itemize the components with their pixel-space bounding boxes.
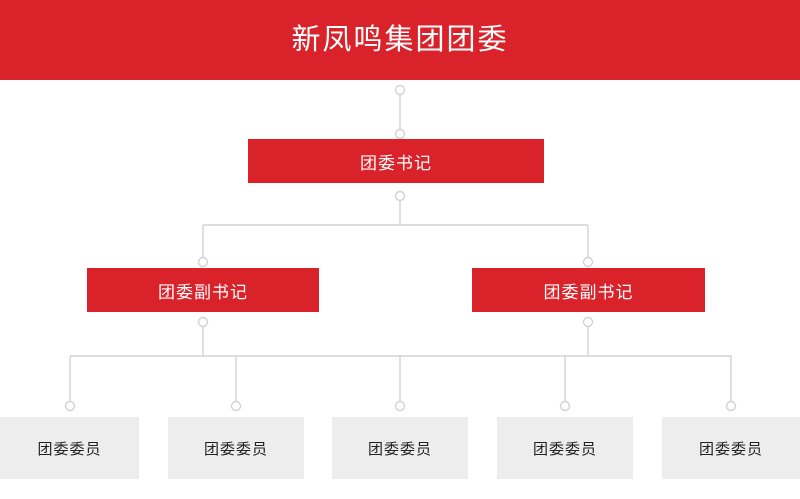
node-secretary[interactable]: 团委书记	[248, 139, 544, 183]
connector-circle-member-4-top	[559, 400, 571, 412]
connector-circle-member-5-top	[725, 400, 737, 412]
node-committee-member-5[interactable]: 团委委员	[662, 417, 800, 479]
node-deputy-secretary-left[interactable]: 团委副书记	[87, 268, 319, 312]
connector-circle-member-2-top	[230, 400, 242, 412]
connector-circle-member-1-top	[64, 400, 76, 412]
node-secretary-label: 团委书记	[360, 153, 432, 173]
header-banner: 新凤鸣集团团委	[0, 0, 800, 80]
connector-circle-secretary-top	[394, 128, 406, 140]
node-committee-member-2[interactable]: 团委委员	[168, 417, 304, 479]
connector-circle-member-3-top	[394, 400, 406, 412]
node-deputy-secretary-right[interactable]: 团委副书记	[472, 268, 705, 312]
node-committee-member-1[interactable]: 团委委员	[0, 417, 139, 479]
connector-circle-secretary-bottom	[394, 190, 406, 202]
node-deputy-secretary-right-label: 团委副书记	[543, 282, 634, 302]
page-title: 新凤鸣集团团委	[291, 23, 509, 56]
connector-circle-deputy-left-bottom	[197, 316, 209, 328]
node-committee-member-4-label: 团委委员	[532, 440, 597, 458]
connector-circle-deputy-right-bottom	[582, 316, 594, 328]
node-committee-member-3[interactable]: 团委委员	[332, 417, 468, 479]
connector-circle-deputy-left-top	[197, 256, 209, 268]
node-committee-member-4[interactable]: 团委委员	[497, 417, 633, 479]
node-committee-member-5-label: 团委委员	[698, 440, 763, 458]
node-committee-member-2-label: 团委委员	[203, 440, 268, 458]
node-deputy-secretary-left-label: 团委副书记	[158, 282, 248, 302]
node-committee-member-1-label: 团委委员	[37, 440, 102, 458]
connector-circle-root-bottom	[394, 84, 406, 96]
node-committee-member-3-label: 团委委员	[367, 440, 432, 458]
connector-circle-deputy-right-top	[582, 256, 594, 268]
